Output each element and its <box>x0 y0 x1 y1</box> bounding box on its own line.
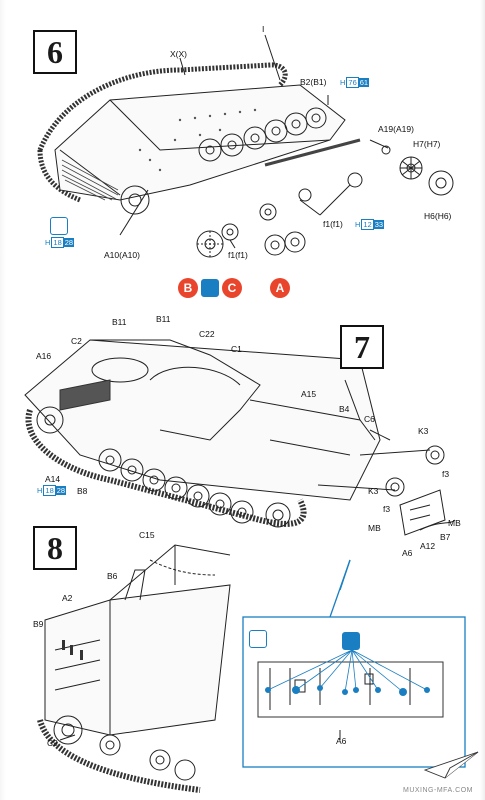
rotate-icon <box>50 217 68 235</box>
label-b7: B7 <box>440 532 451 542</box>
label-c15: C15 <box>139 530 155 540</box>
wheel-option-b: B <box>178 278 198 298</box>
label-a12: A12 <box>420 541 436 551</box>
label-b8: B8 <box>77 486 88 496</box>
step-number-8: 8 <box>33 526 77 570</box>
label-xx: X(X) <box>170 49 187 59</box>
label-f3-b: f3 <box>383 504 391 514</box>
label-a10: A10(A10) <box>104 250 140 260</box>
swap-icon <box>201 279 219 297</box>
label-b11-a: B11 <box>112 317 127 327</box>
label-c22: C22 <box>199 329 215 339</box>
label-mb-a: MB <box>368 523 381 533</box>
paper-plane-logo <box>423 751 479 779</box>
label-c2: C2 <box>71 336 82 346</box>
label-b6: B6 <box>107 571 118 581</box>
label-h7: H7(H7) <box>413 139 441 149</box>
label-a19: A19(A19) <box>378 124 414 134</box>
label-f1-b: f1(f1) <box>228 250 248 260</box>
wheel-option-a: A <box>270 278 290 298</box>
label-b11-b: B11 <box>156 314 171 324</box>
wheel-option-c: C <box>222 278 242 298</box>
label-b9: B9 <box>33 619 44 629</box>
step-number-7: 7 <box>340 325 384 369</box>
step6-hull <box>37 34 454 258</box>
label-h6: H6(H6) <box>424 211 452 221</box>
label-c9: C9 <box>47 738 58 748</box>
paint-brush-icon <box>249 630 267 648</box>
step8-hull <box>37 544 231 793</box>
label-k3-a: K3 <box>418 426 429 436</box>
watermark: MUXING-MFA.COM <box>403 787 473 794</box>
label-i: I <box>262 24 265 34</box>
step-number-6: 6 <box>33 30 77 74</box>
label-k3-b: K3 <box>368 486 379 496</box>
label-a16: A16 <box>36 351 52 361</box>
step7-hull <box>24 339 456 536</box>
label-a6-step7: A6 <box>402 548 413 558</box>
label-a14: A14 <box>45 474 61 484</box>
label-c1: C1 <box>231 344 242 354</box>
label-a6-inset: A6 <box>336 736 347 746</box>
label-f3-a: f3 <box>442 469 450 479</box>
label-a15: A15 <box>301 389 317 399</box>
label-f1-a: f1(f1) <box>323 219 343 229</box>
label-b2b1: B2(B1) <box>300 77 327 87</box>
label-b4: B4 <box>339 404 350 414</box>
label-c6: C6 <box>364 414 375 424</box>
label-a2: A2 <box>62 593 73 603</box>
detail-inset <box>242 559 466 768</box>
label-mb-b: MB <box>448 518 461 528</box>
cement-icon <box>342 632 360 650</box>
